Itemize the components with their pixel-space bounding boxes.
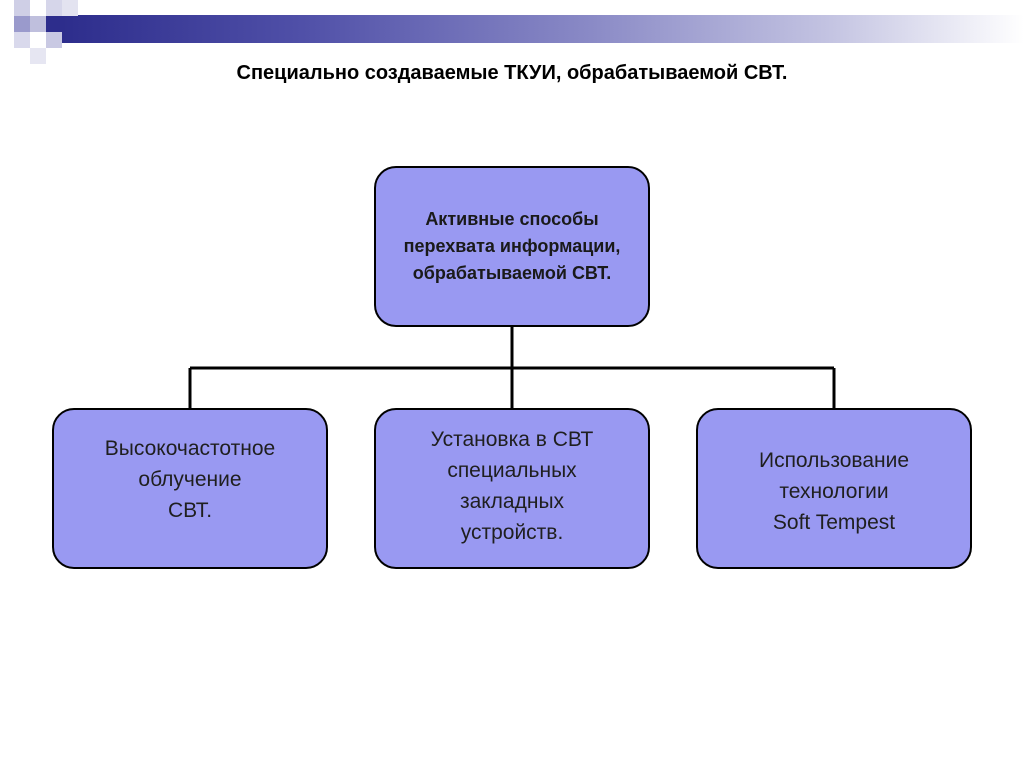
header-decor-square (46, 32, 62, 48)
header-decor-square (14, 16, 30, 32)
root-node-label: Активные способы перехвата информации, о… (403, 209, 621, 283)
child-node-implants: Установка в СВТ специальных закладных ус… (374, 408, 650, 569)
child-node-label: Установка в СВТ специальных закладных ус… (430, 427, 594, 544)
header-decor-square (14, 32, 30, 48)
child-node-hf-irradiation: Высокочастотное облучение СВТ. (52, 408, 328, 569)
header-decor-square (30, 48, 46, 64)
header-gradient-bar (62, 15, 1024, 43)
header-decor-square (46, 16, 62, 32)
header-decor-square (46, 0, 62, 16)
child-node-soft-tempest: Использование технологии Soft Tempest (696, 408, 972, 569)
header-decor-square (14, 0, 30, 16)
header-decor-square (30, 16, 46, 32)
child-node-label: Высокочастотное облучение СВТ. (104, 437, 276, 522)
root-node: Активные способы перехвата информации, о… (374, 166, 650, 327)
child-node-label: Использование технологии Soft Tempest (758, 449, 910, 534)
slide-title: Специально создаваемые ТКУИ, обрабатывае… (236, 62, 788, 84)
header-decor-square (62, 0, 78, 16)
